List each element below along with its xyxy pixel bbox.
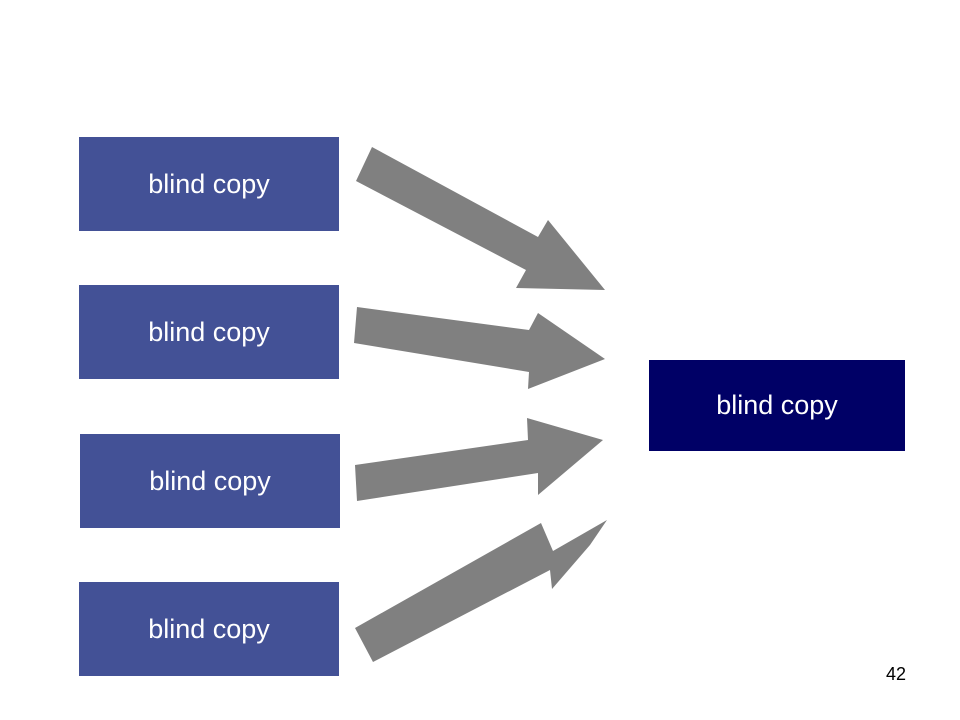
arrow-3: [355, 418, 603, 501]
arrow-1: [356, 147, 605, 290]
source-box-label: blind copy: [148, 168, 270, 199]
target-box-label: blind copy: [716, 390, 838, 420]
arrow-2: [354, 307, 605, 389]
source-box-1: blind copy: [79, 137, 339, 231]
arrow-4: [355, 520, 607, 662]
source-box-label: blind copy: [148, 316, 270, 347]
page-number: 42: [885, 664, 906, 684]
source-box-4: blind copy: [79, 582, 339, 676]
source-box-3: blind copy: [80, 434, 340, 528]
source-box-label: blind copy: [149, 465, 271, 496]
source-box-2: blind copy: [79, 285, 339, 379]
target-box: blind copy: [649, 360, 905, 451]
source-box-label: blind copy: [148, 613, 270, 644]
